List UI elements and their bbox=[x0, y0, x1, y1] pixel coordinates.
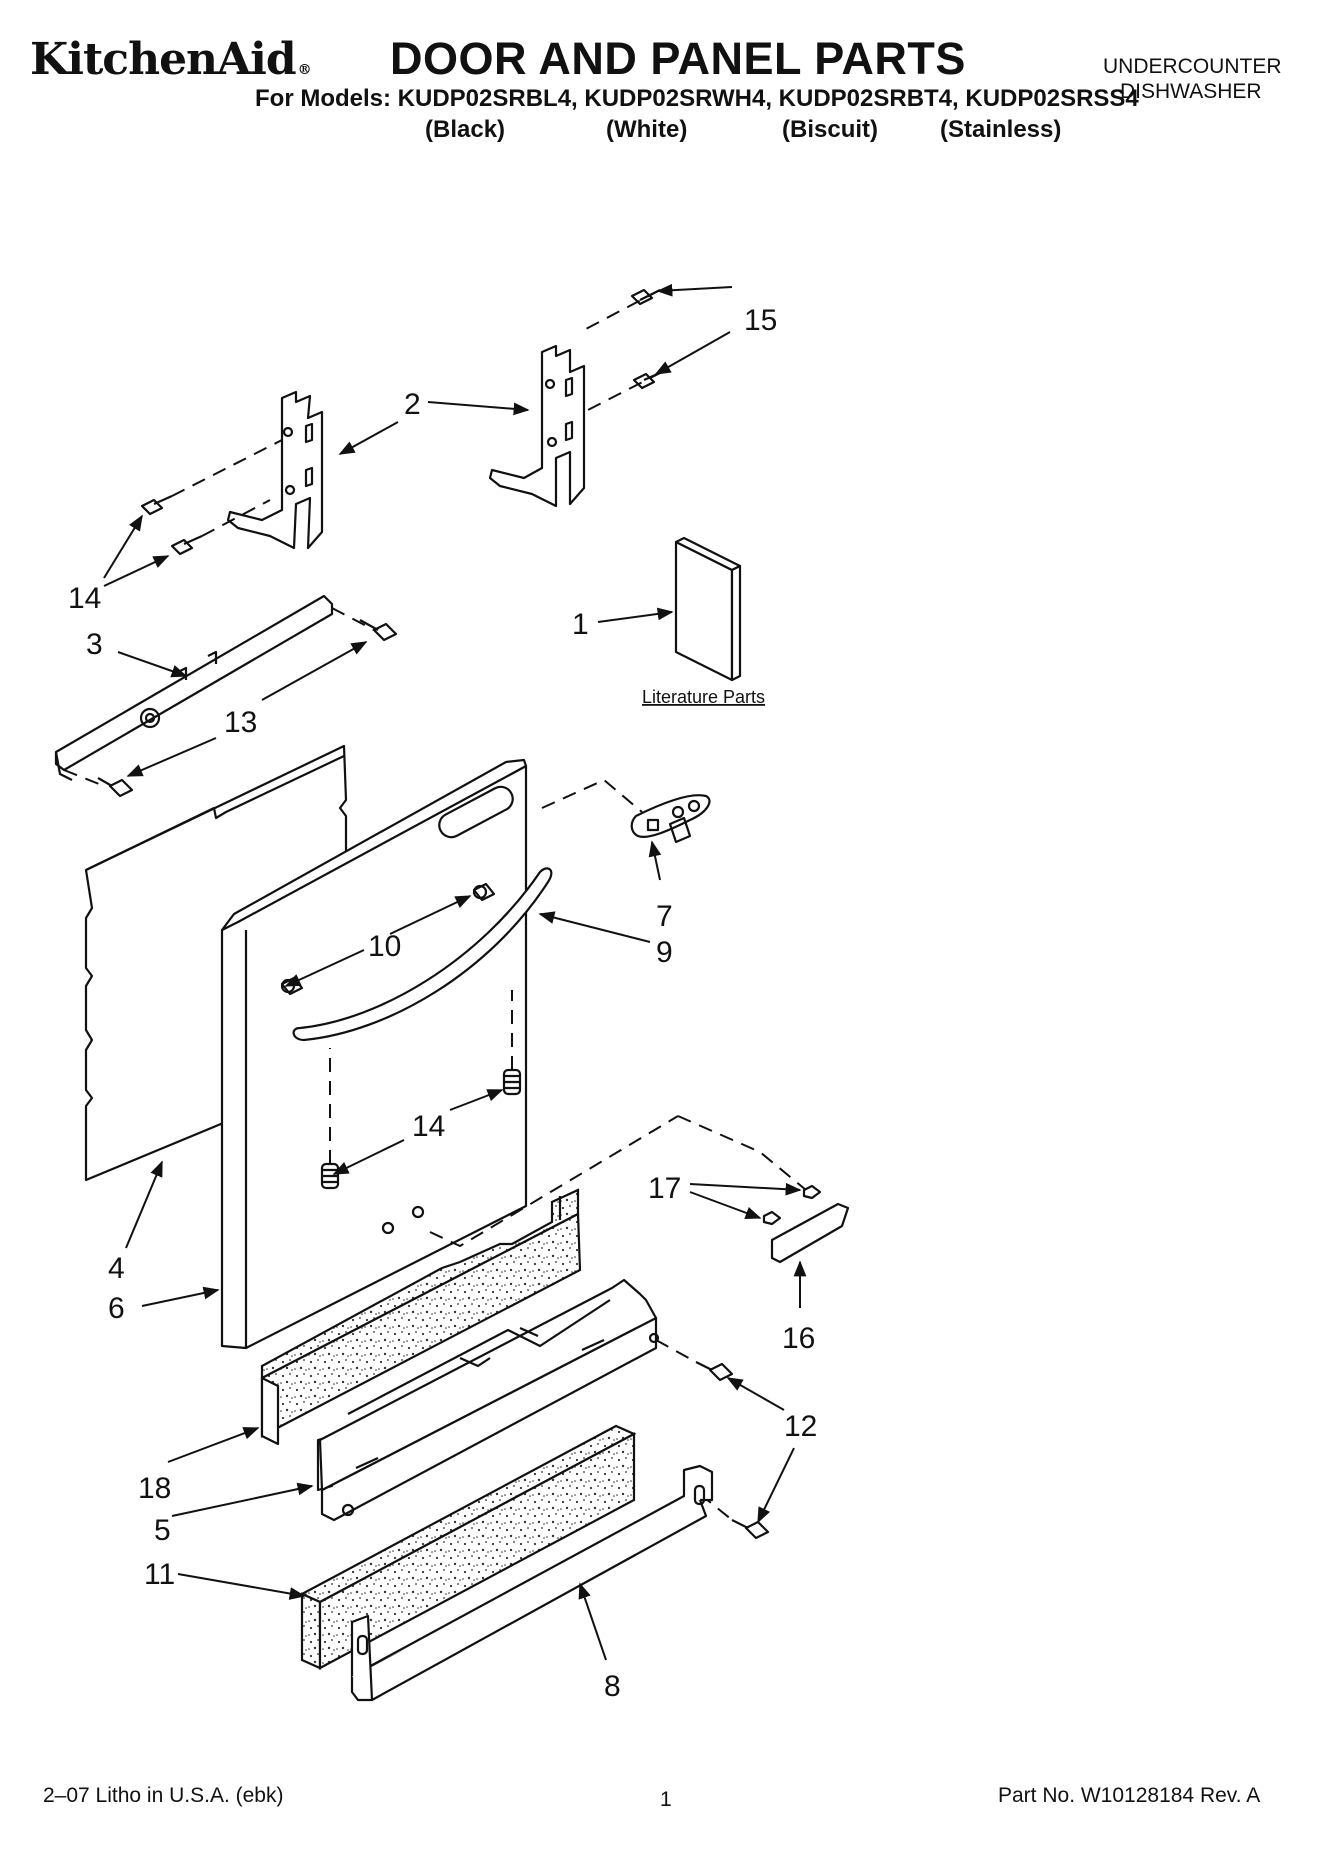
callout-7: 7 bbox=[656, 900, 673, 933]
brand-name: KitchenAid bbox=[30, 34, 297, 85]
nut-17-lower bbox=[762, 1210, 782, 1226]
callout-15-left: 14 bbox=[68, 582, 101, 615]
dash-13-left bbox=[63, 769, 105, 787]
dash-15-tl bbox=[171, 439, 283, 497]
callout-4: 4 bbox=[108, 1252, 125, 1285]
dash-panel-bottom bbox=[429, 1115, 679, 1248]
dash-12-upper bbox=[655, 1339, 697, 1363]
door-handle bbox=[292, 867, 553, 1042]
screw-15-top-left bbox=[140, 494, 173, 516]
color-white: (White) bbox=[606, 116, 688, 143]
dash-17 bbox=[677, 1115, 807, 1191]
callout-5: 5 bbox=[154, 1514, 171, 1547]
foam-insulation-lower bbox=[299, 1424, 637, 1670]
foam-insulation-upper bbox=[260, 1188, 582, 1446]
door-outer-panel bbox=[220, 758, 528, 1350]
callout-18: 18 bbox=[138, 1472, 171, 1505]
screw-13-left bbox=[97, 777, 134, 798]
kick-plate bbox=[350, 1464, 714, 1702]
color-biscuit: (Biscuit) bbox=[782, 116, 878, 143]
end-cap-16 bbox=[770, 1202, 850, 1264]
page-number: 1 bbox=[660, 1788, 672, 1811]
mounting-bracket-right bbox=[488, 344, 586, 508]
threaded-insert-left bbox=[320, 1162, 340, 1190]
dash-15-tr bbox=[583, 289, 661, 331]
literature-parts-caption: Literature Parts bbox=[642, 687, 765, 707]
top-channel bbox=[54, 594, 334, 781]
callout-16: 16 bbox=[782, 1322, 815, 1355]
dash-15-ll bbox=[201, 499, 271, 537]
appliance-type-line2: DISHWASHER bbox=[1120, 80, 1262, 103]
callout-17: 17 bbox=[648, 1172, 681, 1205]
callout-11: 11 bbox=[144, 1558, 175, 1591]
callout-2: 2 bbox=[404, 388, 421, 421]
registered-mark: ® bbox=[297, 62, 312, 78]
appliance-type-line1: UNDERCOUNTER bbox=[1103, 55, 1282, 78]
page-title: DOOR AND PANEL PARTS bbox=[390, 33, 966, 84]
callout-15-right: 15 bbox=[744, 304, 777, 337]
callout-3: 3 bbox=[86, 628, 103, 661]
screw-13-right bbox=[359, 619, 398, 642]
brand-logo: KitchenAid® bbox=[30, 38, 312, 82]
screw-12-lower bbox=[731, 1519, 770, 1540]
color-black: (Black) bbox=[425, 116, 506, 143]
dash-15-mr bbox=[583, 371, 663, 413]
literature-parts-booklet bbox=[674, 536, 742, 682]
part-number: Part No. W10128184 Rev. A bbox=[998, 1784, 1261, 1807]
callout-9: 9 bbox=[656, 936, 673, 969]
leader-lines bbox=[103, 283, 807, 1661]
nut-17-upper bbox=[802, 1184, 822, 1200]
threaded-insert-right bbox=[502, 1068, 522, 1096]
handle-stud-upper bbox=[472, 882, 496, 902]
callout-10: 10 bbox=[368, 930, 401, 963]
color-stainless: (Stainless) bbox=[940, 116, 1062, 143]
callout-12: 12 bbox=[784, 1410, 817, 1443]
callout-6: 6 bbox=[108, 1292, 125, 1325]
models-line: For Models: KUDP02SRBL4, KUDP02SRWH4, KU… bbox=[255, 85, 1139, 112]
mounting-bracket-left bbox=[226, 390, 324, 550]
dash-7 bbox=[541, 778, 643, 813]
support-channel bbox=[316, 1278, 660, 1522]
dash-13-right bbox=[331, 607, 375, 631]
callout-14: 14 bbox=[412, 1110, 445, 1143]
callout-1: 1 bbox=[572, 608, 589, 641]
litho-note: 2–07 Litho in U.S.A. (ebk) bbox=[43, 1784, 284, 1807]
callout-8: 8 bbox=[604, 1670, 621, 1703]
screw-15-low-left bbox=[170, 534, 203, 556]
callout-13: 13 bbox=[224, 706, 257, 739]
screw-12-upper bbox=[695, 1361, 734, 1382]
control-label bbox=[630, 794, 711, 844]
